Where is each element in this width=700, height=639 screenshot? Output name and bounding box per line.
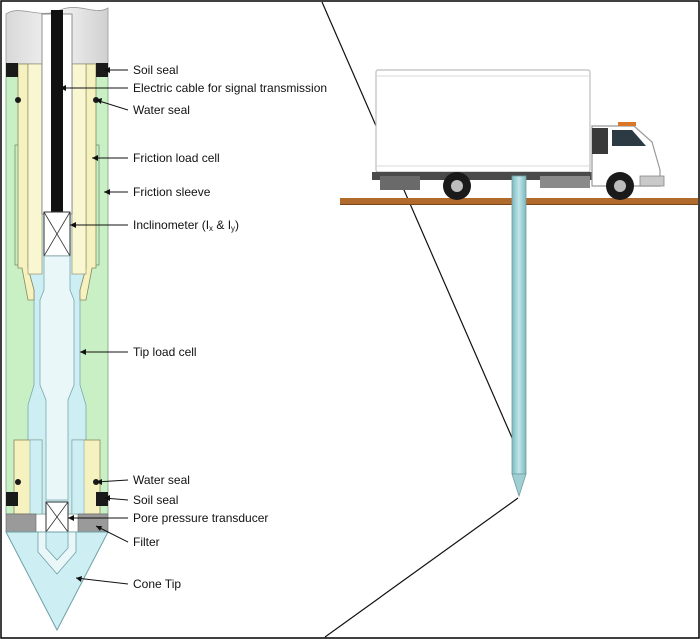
label-friction-load-cell: Friction load cell [133,151,220,165]
probe-cross-section [5,7,109,632]
lower-housing-inner-left [29,439,43,515]
truck-scene [340,69,698,498]
label-filter: Filter [133,535,160,549]
label-water-seal-top: Water seal [133,103,190,117]
label-inclinometer: Inclinometer (Ix & Iy) [133,218,239,233]
labels: Soil seal Electric cable for signal tran… [133,63,327,591]
filter-left [5,513,37,533]
label-pore-pressure-transducer: Pore pressure transducer [133,511,268,525]
label-water-seal-bottom: Water seal [133,473,190,487]
electric-cable [51,10,63,214]
zoom-lines [321,1,519,638]
truck-cab-window [612,130,646,146]
label-electric-cable: Electric cable for signal transmission [133,81,327,95]
friction-load-cell-inner-right [71,63,87,275]
leader-arrowheads [60,67,110,582]
label-soil-seal-top: Soil seal [133,63,178,77]
label-friction-sleeve: Friction sleeve [133,185,211,199]
penetrometer-rod [511,175,527,475]
tip-load-cell-shaft [39,255,75,501]
label-soil-seal-bottom: Soil seal [133,493,178,507]
friction-load-cell-right [79,63,97,301]
soil-seal-top-left [6,63,18,77]
cone-tip [5,531,109,632]
label-tip-load-cell: Tip load cell [133,345,197,359]
water-seal-top-left [15,97,21,103]
label-cone-tip: Cone Tip [133,577,181,591]
truck-cargo-box [375,69,591,173]
friction-load-cell-inner-left [27,63,43,275]
lower-housing-inner-right [71,439,85,515]
soil-seal-top-right [96,63,108,77]
soil-seal-bottom-left [6,492,18,506]
penetrometer-cone [511,473,527,498]
water-seal-bottom-left [15,479,21,485]
truck-bumper [639,175,665,187]
soil-seal-bottom-right [96,492,108,506]
